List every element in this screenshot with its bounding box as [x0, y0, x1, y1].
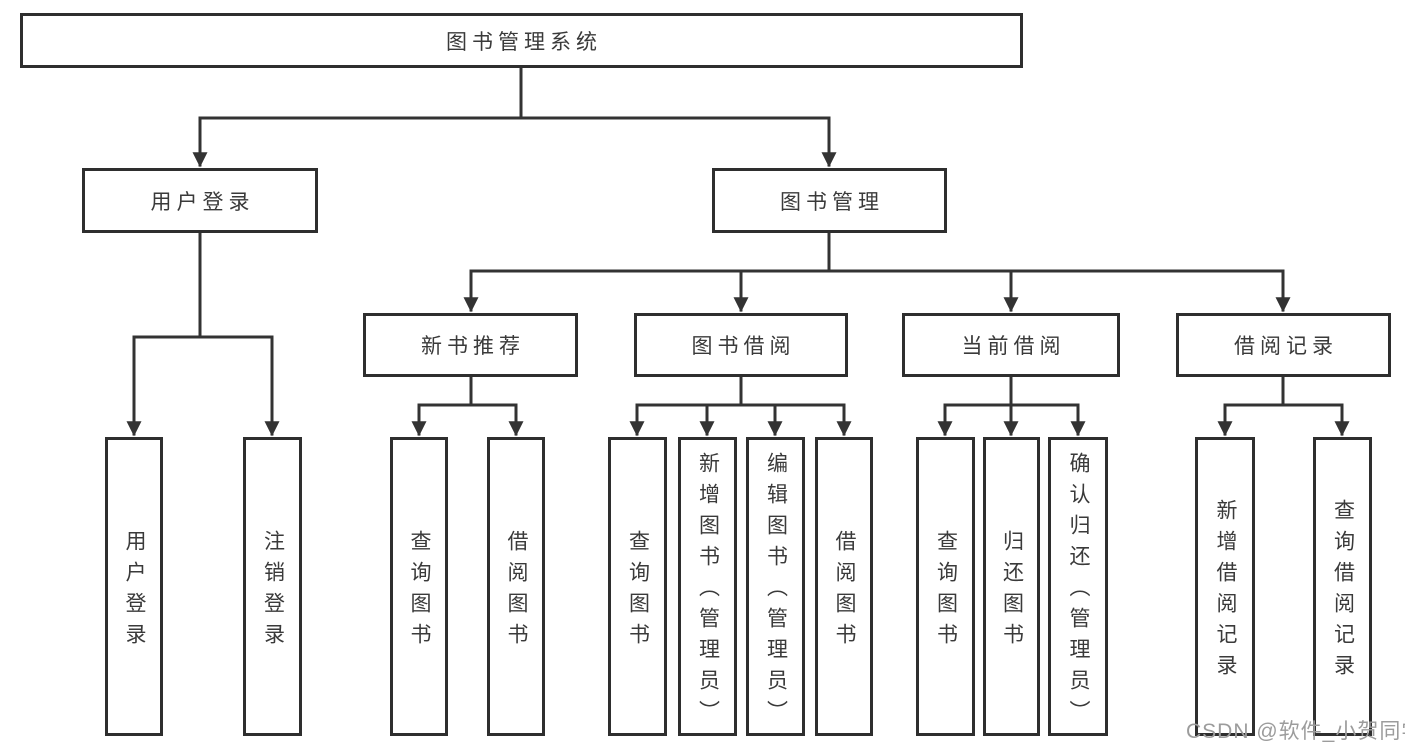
node-label: 确认归还（管理员） [1067, 452, 1090, 731]
connector-user-login [126, 229, 280, 437]
node-new-book-recommend: 新书推荐 [363, 313, 578, 377]
node-current-borrowing: 当前借阅 [902, 313, 1120, 377]
node-label: 借阅图书 [505, 529, 528, 654]
node-label: 查询图书 [408, 529, 431, 654]
leaf-borrow-books-recommend: 借阅图书 [487, 437, 545, 736]
node-label: 新增图书（管理员） [696, 452, 720, 731]
node-borrowing-records: 借阅记录 [1176, 313, 1391, 377]
node-label: 归还图书 [1000, 529, 1024, 654]
node-label: 查询借阅记录 [1331, 498, 1355, 685]
leaf-borrow-books: 借阅图书 [815, 437, 873, 736]
leaf-edit-books-admin: 编辑图书（管理员） [746, 437, 805, 736]
node-label: 图书管理 [780, 190, 884, 214]
leaf-logout: 注销登录 [243, 437, 302, 736]
leaf-query-borrow-record: 查询借阅记录 [1313, 437, 1372, 736]
node-label: 用户登录 [123, 529, 146, 654]
leaf-return-books: 归还图书 [983, 437, 1040, 736]
node-label: 用户登录 [150, 190, 255, 214]
node-label: 新书推荐 [421, 335, 525, 358]
leaf-user-login: 用户登录 [105, 437, 163, 736]
leaf-confirm-return-admin: 确认归还（管理员） [1048, 437, 1108, 736]
leaf-query-books-borrow: 查询图书 [608, 437, 667, 736]
leaf-query-books-recommend: 查询图书 [390, 437, 448, 736]
node-library-management-system: 图书管理系统 [20, 13, 1023, 68]
node-label: 注销登录 [261, 529, 285, 654]
connector-new-book-rec [411, 373, 524, 437]
node-book-management: 图书管理 [712, 168, 947, 233]
leaf-query-books-current: 查询图书 [916, 437, 975, 736]
leaf-add-borrow-record: 新增借阅记录 [1195, 437, 1255, 736]
node-label: 借阅记录 [1234, 335, 1338, 358]
node-label: 图书管理系统 [446, 30, 602, 54]
connector-root [192, 64, 837, 168]
node-book-borrowing: 图书借阅 [634, 313, 848, 377]
leaf-add-books-admin: 新增图书（管理员） [678, 437, 737, 736]
node-user-login: 用户登录 [82, 168, 318, 233]
connector-borrow-records [1217, 373, 1350, 437]
node-label: 新增借阅记录 [1214, 498, 1237, 685]
connector-book-borrow [629, 373, 852, 437]
node-label: 图书借阅 [691, 335, 796, 358]
node-label: 当前借阅 [961, 335, 1066, 358]
connector-current-borrow [937, 373, 1086, 437]
node-label: 借阅图书 [833, 529, 856, 654]
connector-book-mgmt [463, 229, 1291, 313]
node-label: 查询图书 [934, 529, 958, 654]
node-label: 查询图书 [626, 529, 650, 654]
watermark: CSDN @软件_小贺同学 [1186, 720, 1405, 743]
node-label: 编辑图书（管理员） [764, 452, 788, 731]
